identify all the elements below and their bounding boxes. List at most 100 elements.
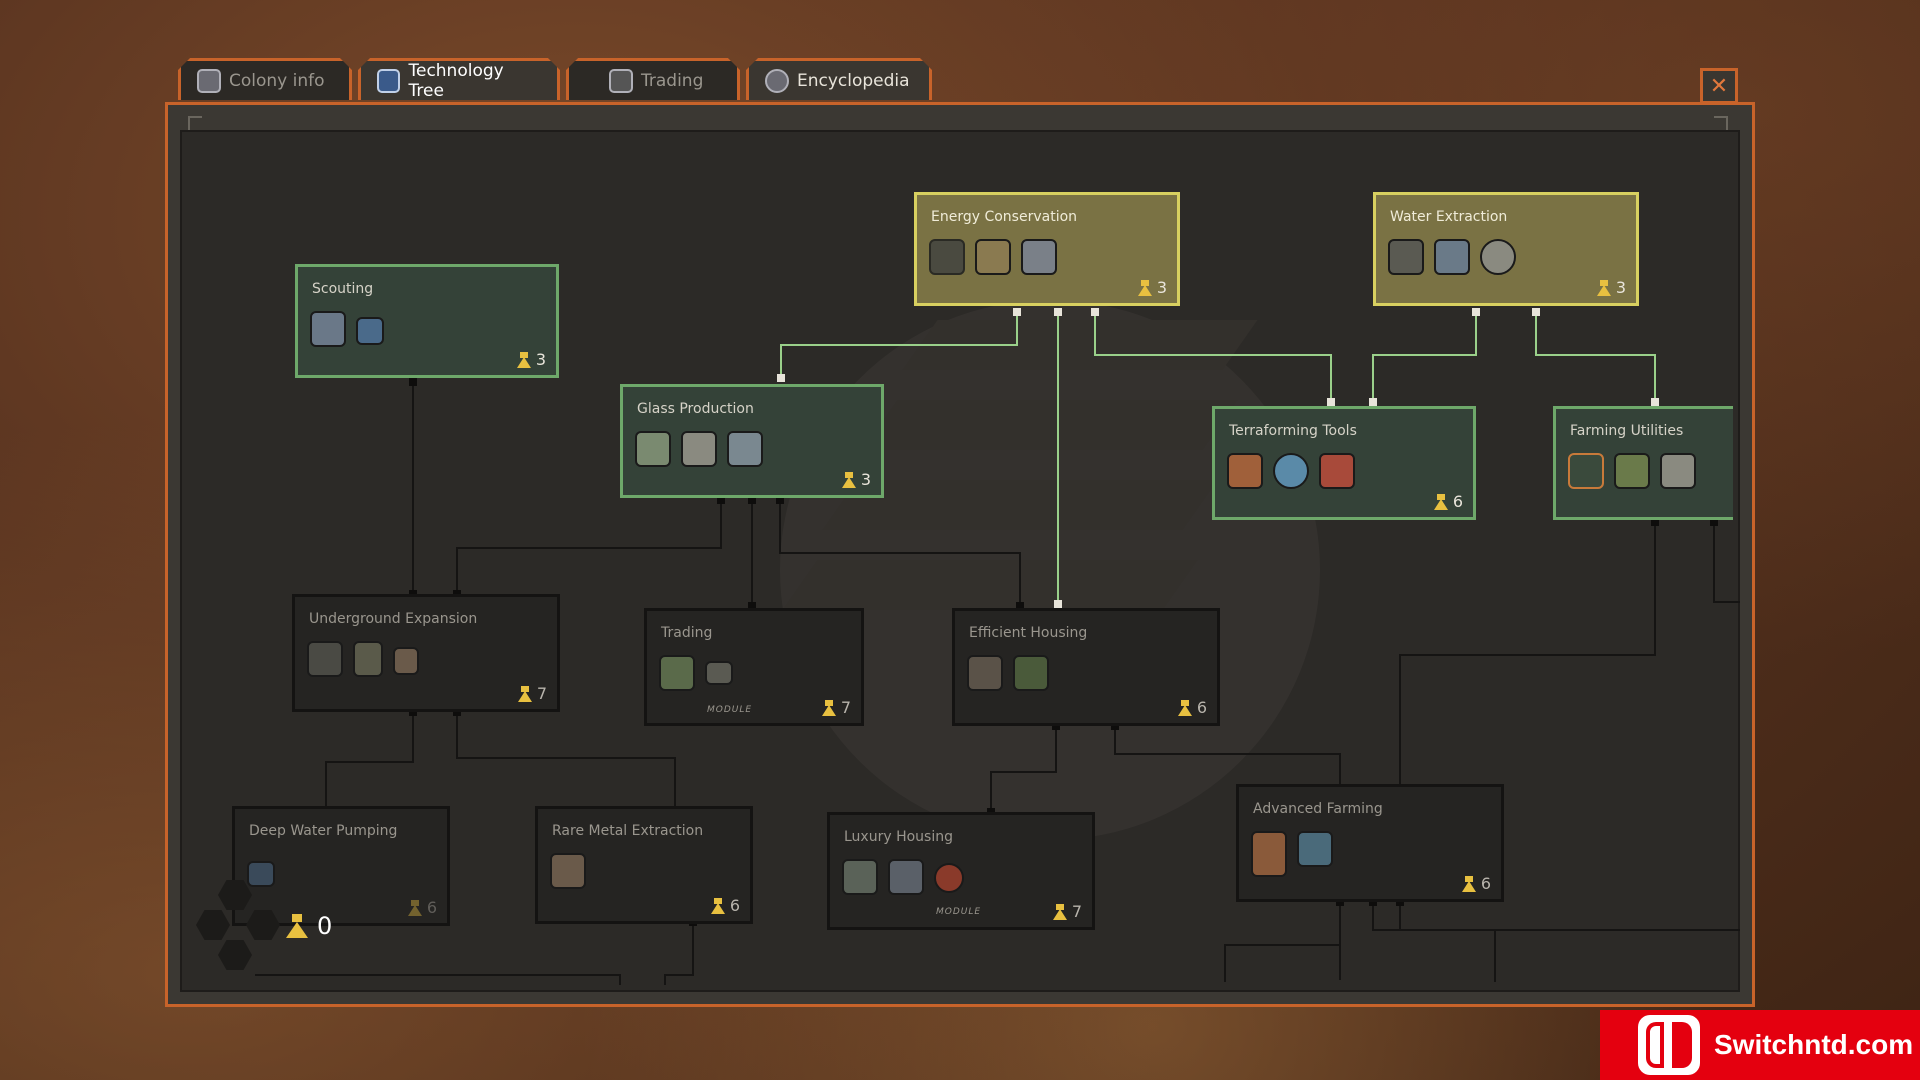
research-points-value: 0 xyxy=(317,912,333,940)
terraformer-icon xyxy=(1227,453,1263,489)
node-icons xyxy=(310,311,384,347)
drone-icon xyxy=(356,317,384,345)
node-icons xyxy=(659,655,733,691)
node-icons xyxy=(1388,239,1516,275)
decor-icon xyxy=(934,863,964,893)
research-flask-icon xyxy=(1433,493,1449,510)
hex-tile xyxy=(218,880,252,910)
node-cost: 6 xyxy=(1461,874,1491,893)
research-flask-icon xyxy=(1461,875,1477,892)
node-trading[interactable]: Trading MODULE 7 xyxy=(644,608,864,726)
research-flask-icon xyxy=(1137,279,1153,296)
frame-corner xyxy=(188,116,202,130)
node-cost: 7 xyxy=(1052,902,1082,921)
silo-icon xyxy=(1660,453,1696,489)
research-flask-icon xyxy=(1177,699,1193,716)
research-flask-icon xyxy=(841,471,857,488)
tab-technology-tree[interactable]: Technology Tree xyxy=(358,58,560,100)
drill-icon xyxy=(353,641,383,677)
elevator-icon xyxy=(393,647,419,675)
node-icons xyxy=(247,853,275,887)
node-title: Energy Conservation xyxy=(931,209,1078,225)
node-glass-production[interactable]: Glass Production 3 xyxy=(620,384,884,498)
tab-encyclopedia[interactable]: Encyclopedia xyxy=(746,58,932,100)
node-icons xyxy=(1227,453,1355,489)
node-water-extraction[interactable]: Water Extraction 3 xyxy=(1373,192,1639,306)
colony-icon xyxy=(197,69,221,93)
hex-tile xyxy=(218,940,252,970)
node-title: Rare Metal Extraction xyxy=(552,823,704,839)
greenhouse-icon xyxy=(1614,453,1650,489)
hex-tile xyxy=(196,910,230,940)
node-title: Terraforming Tools xyxy=(1229,423,1357,439)
water-valve-icon xyxy=(1480,239,1516,275)
research-flask-icon xyxy=(516,351,532,368)
close-icon: ✕ xyxy=(1709,73,1729,99)
node-cost: 6 xyxy=(1177,698,1207,717)
node-title: Glass Production xyxy=(637,401,754,417)
node-energy-conservation[interactable]: Energy Conservation 3 xyxy=(914,192,1180,306)
tab-label: Colony info xyxy=(229,70,325,91)
research-flask-icon xyxy=(407,899,423,916)
node-rare-metal-extraction[interactable]: Rare Metal Extraction 6 xyxy=(535,806,753,924)
node-icons xyxy=(967,655,1049,691)
node-farming-utilities[interactable]: Farming Utilities xyxy=(1553,406,1733,520)
node-deep-water-pumping[interactable]: Deep Water Pumping 6 xyxy=(232,806,450,926)
node-cost: 3 xyxy=(516,350,546,369)
node-underground-expansion[interactable]: Underground Expansion 7 xyxy=(292,594,560,712)
research-flask-icon xyxy=(821,699,837,716)
frame-corner xyxy=(1714,116,1728,130)
tab-colony-info[interactable]: Colony info xyxy=(178,58,352,100)
tech-tree-icon xyxy=(377,69,400,93)
module-tag: MODULE xyxy=(936,907,982,917)
node-title: Advanced Farming xyxy=(1253,801,1383,817)
node-title: Underground Expansion xyxy=(309,611,478,627)
node-terraforming-tools[interactable]: Terraforming Tools 6 xyxy=(1212,406,1476,520)
research-flask-icon xyxy=(1052,903,1068,920)
node-advanced-farming[interactable]: Advanced Farming 6 xyxy=(1236,784,1504,902)
research-flask-icon xyxy=(1596,279,1612,296)
node-cost: 3 xyxy=(841,470,871,489)
node-cost: 7 xyxy=(821,698,851,717)
switch-logo-icon xyxy=(1638,1015,1700,1075)
deep-pump-icon xyxy=(247,861,275,887)
node-title: Farming Utilities xyxy=(1570,423,1684,439)
node-scouting[interactable]: Scouting 3 xyxy=(295,264,559,378)
research-flask-icon xyxy=(517,685,533,702)
trade-depot-icon xyxy=(659,655,695,691)
crop-grid-icon xyxy=(1297,831,1333,867)
tab-label: Technology Tree xyxy=(408,60,504,101)
solar-frame-icon xyxy=(929,239,965,275)
node-cost: 6 xyxy=(407,898,437,917)
solar-panel-icon xyxy=(975,239,1011,275)
tab-trading[interactable]: Trading xyxy=(566,58,740,100)
glass-dome-icon xyxy=(727,431,763,467)
node-icons xyxy=(842,859,964,895)
villa-icon xyxy=(842,859,878,895)
water-frame-icon xyxy=(1388,239,1424,275)
node-icons xyxy=(550,853,586,889)
glass-factory-icon xyxy=(681,431,717,467)
node-title: Luxury Housing xyxy=(844,829,953,845)
trade-drone-icon xyxy=(705,661,733,685)
research-flask-icon xyxy=(710,897,726,914)
node-cost: 3 xyxy=(1137,278,1167,297)
module-tag: MODULE xyxy=(707,705,753,715)
node-efficient-housing[interactable]: Efficient Housing 6 xyxy=(952,608,1220,726)
node-cost: 7 xyxy=(517,684,547,703)
water-pump-icon xyxy=(1434,239,1470,275)
encyclopedia-icon xyxy=(765,69,789,93)
bunker-icon xyxy=(307,641,343,677)
node-title: Trading xyxy=(661,625,713,641)
node-luxury-housing[interactable]: Luxury Housing MODULE 7 xyxy=(827,812,1095,930)
close-button[interactable]: ✕ xyxy=(1700,68,1738,104)
research-points: 0 xyxy=(285,912,332,940)
node-title: Water Extraction xyxy=(1390,209,1508,225)
node-icons xyxy=(1251,831,1333,877)
trading-icon xyxy=(609,69,633,93)
scout-robot-icon xyxy=(310,311,346,347)
mining-rig-icon xyxy=(550,853,586,889)
hydroponics-icon xyxy=(1251,831,1287,877)
farm-plot-icon xyxy=(1568,453,1604,489)
node-title: Scouting xyxy=(312,281,374,297)
